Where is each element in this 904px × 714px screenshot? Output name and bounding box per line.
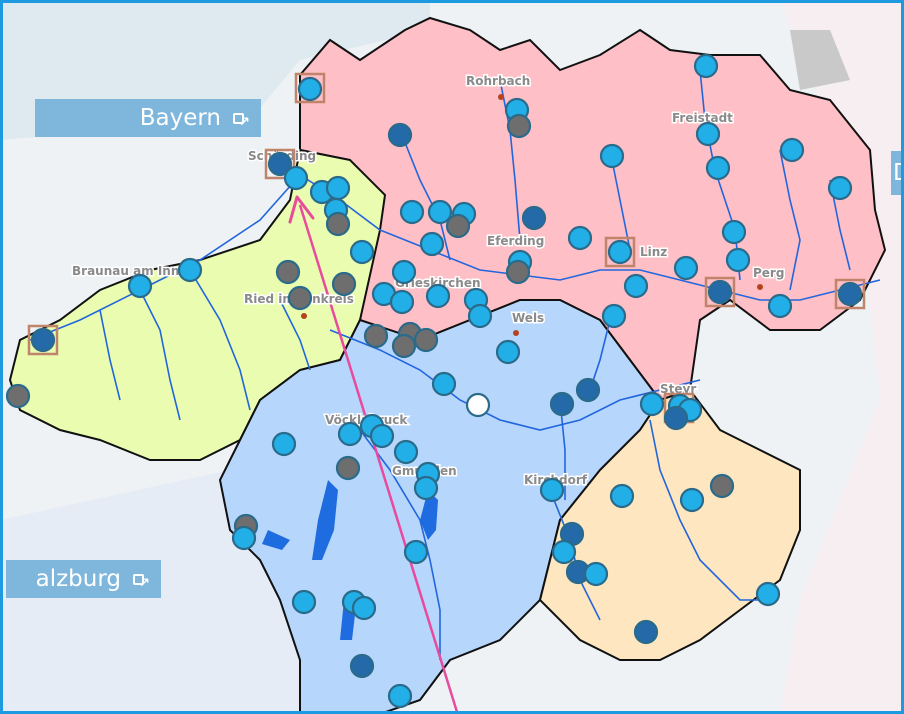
gauge-station-marker[interactable] (539, 477, 565, 503)
gauge-station-marker[interactable] (705, 155, 731, 181)
gauge-station-marker[interactable] (567, 225, 593, 251)
gauge-station-marker[interactable] (287, 285, 313, 311)
gauge-station-marker[interactable] (335, 455, 361, 481)
region-link-label: D (893, 154, 901, 192)
gauge-station-marker[interactable] (349, 239, 375, 265)
gauge-station-marker[interactable] (779, 137, 805, 163)
gauge-station-marker[interactable] (639, 391, 665, 417)
gauge-station-marker[interactable] (623, 273, 649, 299)
region-link-bayern[interactable]: Bayern (35, 99, 261, 142)
region-link-label: alzburg (35, 566, 121, 592)
gauge-station-marker[interactable] (399, 199, 425, 225)
gauge-station-marker[interactable] (291, 589, 317, 615)
gauge-stations[interactable] (5, 53, 863, 709)
region-inn[interactable] (8, 148, 387, 461)
gauge-station-marker[interactable] (363, 323, 389, 349)
gauge-station-marker[interactable] (495, 339, 521, 365)
gauge-station-marker[interactable] (633, 619, 659, 645)
gauge-station-marker[interactable] (325, 211, 351, 237)
gauge-station-marker[interactable] (231, 525, 257, 551)
gauge-station-marker[interactable] (755, 581, 781, 607)
gauge-station-marker[interactable] (393, 439, 419, 465)
gauge-station-marker[interactable] (413, 475, 439, 501)
gauge-station-marker[interactable] (707, 279, 733, 305)
town-label-eferding: Eferding (487, 234, 544, 248)
gauge-station-marker[interactable] (725, 247, 751, 273)
gauge-station-marker[interactable] (663, 405, 689, 431)
gauge-station-marker[interactable] (549, 391, 575, 417)
region-steyr[interactable] (538, 388, 801, 661)
gauge-station-marker[interactable] (387, 683, 413, 709)
external-link-icon (133, 565, 150, 603)
town-label-freistadt: Freistadt (672, 111, 733, 125)
gauge-station-marker[interactable] (127, 273, 153, 299)
town-label-braunau: Braunau am Inn (72, 264, 179, 278)
gauge-station-marker[interactable] (601, 303, 627, 329)
gauge-station-marker[interactable] (673, 255, 699, 281)
town-label-rohrbach: Rohrbach (466, 74, 530, 88)
gauge-station-marker[interactable] (369, 423, 395, 449)
gauge-station-marker[interactable] (583, 561, 609, 587)
gauge-station-marker[interactable] (30, 327, 56, 353)
gauge-station-marker[interactable] (389, 289, 415, 315)
lakes (262, 480, 438, 640)
gauge-station-marker[interactable] (465, 392, 491, 418)
gauge-station-marker[interactable] (599, 143, 625, 169)
gauge-station-marker[interactable] (425, 283, 451, 309)
gauge-station-marker[interactable] (445, 213, 471, 239)
gauge-station-marker[interactable] (275, 259, 301, 285)
gauge-station-marker[interactable] (391, 259, 417, 285)
gauge-station-marker[interactable] (331, 271, 357, 297)
town-label-perg: Perg (753, 266, 784, 280)
gauge-station-marker[interactable] (695, 121, 721, 147)
gauge-station-marker[interactable] (609, 483, 635, 509)
gauge-station-marker[interactable] (679, 487, 705, 513)
region-link-label: Bayern (139, 105, 221, 131)
town-label-linz: Linz (640, 245, 667, 259)
gauge-station-marker[interactable] (521, 205, 547, 231)
gauge-station-marker[interactable] (427, 199, 453, 225)
gauge-station-marker[interactable] (709, 473, 735, 499)
gauge-station-marker[interactable] (177, 257, 203, 283)
selected-station-frames (27, 72, 866, 424)
gauge-station-marker[interactable] (837, 281, 863, 307)
gauge-station-marker[interactable] (431, 371, 457, 397)
river-network (29, 69, 881, 660)
town-label-wels: Wels (512, 311, 544, 325)
region-link-salzburg[interactable]: alzburg (6, 560, 161, 603)
gauge-station-marker[interactable] (506, 113, 532, 139)
external-link-icon (233, 104, 250, 142)
region-link-east[interactable]: D (891, 151, 901, 195)
gauge-station-marker[interactable] (337, 421, 363, 447)
gauge-station-marker[interactable] (575, 377, 601, 403)
gauge-station-marker[interactable] (297, 76, 323, 102)
gauge-station-marker[interactable] (505, 259, 531, 285)
gauge-station-marker[interactable] (721, 219, 747, 245)
gauge-station-marker[interactable] (349, 653, 375, 679)
gauge-station-marker[interactable] (419, 231, 445, 257)
town-label-grieskirchen: Grieskirchen (395, 276, 481, 290)
pointer-arrow (288, 195, 458, 711)
gauge-station-marker[interactable] (767, 293, 793, 319)
gauge-station-marker[interactable] (271, 431, 297, 457)
gauge-station-marker[interactable] (387, 122, 413, 148)
gauge-station-marker[interactable] (551, 539, 577, 565)
gauge-station-marker[interactable] (413, 327, 439, 353)
gauge-station-marker[interactable] (467, 303, 493, 329)
gauge-station-marker[interactable] (5, 383, 31, 409)
gauge-station-marker[interactable] (283, 165, 309, 191)
gauge-station-marker[interactable] (827, 175, 853, 201)
gauge-station-marker[interactable] (267, 151, 293, 177)
gauge-station-marker[interactable] (325, 175, 351, 201)
grey-area (790, 30, 850, 90)
gauge-station-marker[interactable] (693, 53, 719, 79)
town-markers (301, 94, 763, 336)
gauge-station-marker[interactable] (403, 539, 429, 565)
gauge-station-marker[interactable] (607, 239, 633, 265)
map-canvas[interactable]: Rohrbach Freistadt Schärding Braunau am … (3, 3, 901, 711)
gauge-station-marker[interactable] (391, 333, 417, 359)
gauge-station-marker[interactable] (351, 595, 377, 621)
